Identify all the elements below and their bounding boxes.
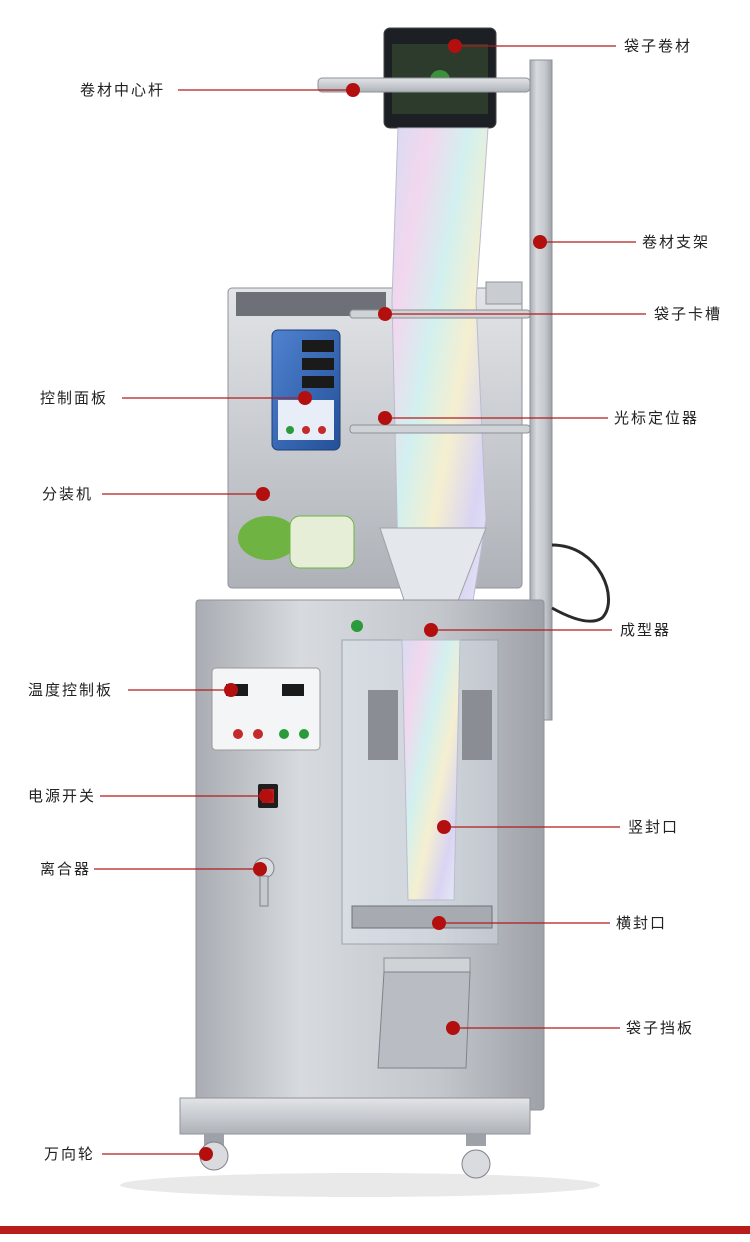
- label-optical-locator: 光标定位器: [614, 409, 700, 427]
- key-red-2: [318, 426, 326, 434]
- display-2: [302, 358, 334, 370]
- temp-key-4: [299, 729, 309, 739]
- marker-temperature-board: [224, 683, 238, 697]
- baffle-top: [383, 957, 471, 973]
- roll-center-rod: [317, 77, 531, 93]
- temp-key-1: [233, 729, 243, 739]
- clutch-handle: [259, 875, 269, 907]
- indicator-light: [351, 620, 363, 632]
- bottom-accent-bar: [0, 1226, 750, 1234]
- label-roll-bracket: 卷材支架: [642, 233, 711, 251]
- key-green: [286, 426, 294, 434]
- marker-power-switch: [259, 789, 273, 803]
- label-power-switch: 电源开关: [28, 787, 97, 805]
- caster-mount-right: [466, 1134, 486, 1146]
- marker-control-panel: [298, 391, 312, 405]
- label-vertical-seal: 竖封口: [628, 818, 680, 836]
- cable: [551, 543, 611, 623]
- marker-bag-slot: [378, 307, 392, 321]
- locator-bar: [349, 424, 531, 434]
- label-bag-slot: 袋子卡槽: [654, 305, 723, 323]
- label-bag-roll: 袋子卷材: [624, 37, 693, 55]
- label-temperature-board: 温度控制板: [28, 681, 114, 699]
- vertical-seal-jaw-right: [462, 690, 492, 760]
- temp-display-2: [282, 684, 304, 696]
- marker-former: [424, 623, 438, 637]
- label-roll-center-rod: 卷材中心杆: [80, 81, 166, 99]
- label-caster: 万向轮: [44, 1145, 96, 1163]
- temp-key-3: [279, 729, 289, 739]
- mascot-banner: [289, 515, 355, 569]
- caster-right: [461, 1149, 491, 1179]
- temp-key-2: [253, 729, 263, 739]
- label-horizontal-seal: 横封口: [616, 914, 668, 932]
- marker-bag-baffle: [446, 1021, 460, 1035]
- vertical-seal-jaw-left: [368, 690, 398, 760]
- floor-shadow: [120, 1173, 600, 1197]
- display-3: [302, 376, 334, 388]
- display-1: [302, 340, 334, 352]
- hopper-lid: [485, 281, 523, 305]
- label-clutch: 离合器: [40, 860, 92, 878]
- label-control-panel: 控制面板: [40, 389, 109, 407]
- label-bag-baffle: 袋子挡板: [626, 1019, 695, 1037]
- bag-baffle: [377, 971, 471, 1069]
- marker-horizontal-seal: [432, 916, 446, 930]
- marker-roll-bracket: [533, 235, 547, 249]
- marker-clutch: [253, 862, 267, 876]
- marker-caster: [199, 1147, 213, 1161]
- marker-optical-locator: [378, 411, 392, 425]
- label-former: 成型器: [620, 621, 672, 639]
- mascot-sticker: [238, 516, 298, 560]
- film-tube: [401, 639, 461, 901]
- base-plate: [179, 1097, 531, 1135]
- label-dispenser: 分装机: [42, 485, 94, 503]
- marker-vertical-seal: [437, 820, 451, 834]
- key-red-1: [302, 426, 310, 434]
- horizontal-seal-jaw: [351, 905, 493, 929]
- marker-bag-roll: [448, 39, 462, 53]
- marker-dispenser: [256, 487, 270, 501]
- marker-roll-center-rod: [346, 83, 360, 97]
